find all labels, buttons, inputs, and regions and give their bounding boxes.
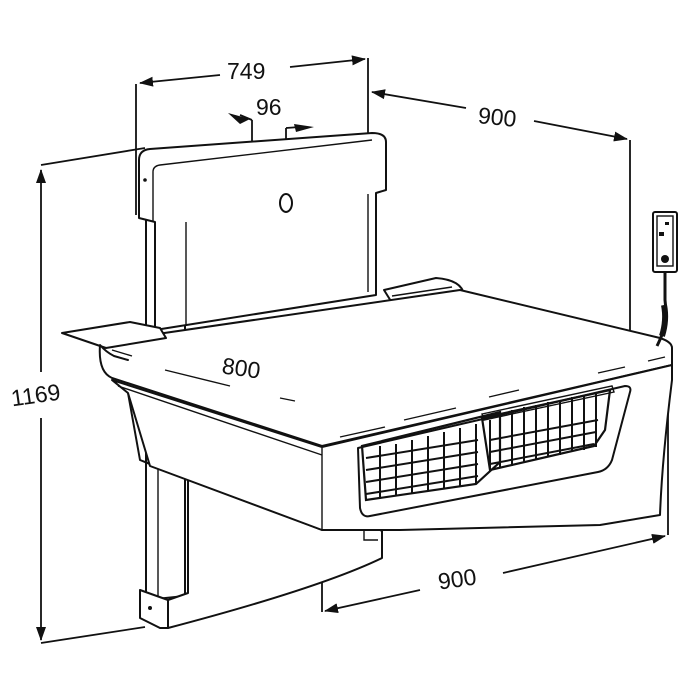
dimension-1169	[36, 147, 146, 644]
label-96: 96	[256, 94, 282, 120]
label-800: 800	[220, 352, 263, 384]
storage-basket-right	[480, 385, 615, 472]
label-900-bottom: 900	[436, 563, 478, 595]
backrest-panel	[138, 132, 387, 331]
hand-control	[652, 211, 678, 347]
dimension-900-top	[371, 89, 631, 355]
backrest-hole	[279, 193, 293, 213]
lower-housing	[127, 392, 383, 629]
label-900-top: 900	[476, 102, 518, 132]
storage-basket-left	[360, 410, 502, 502]
label-749: 749	[227, 58, 266, 84]
